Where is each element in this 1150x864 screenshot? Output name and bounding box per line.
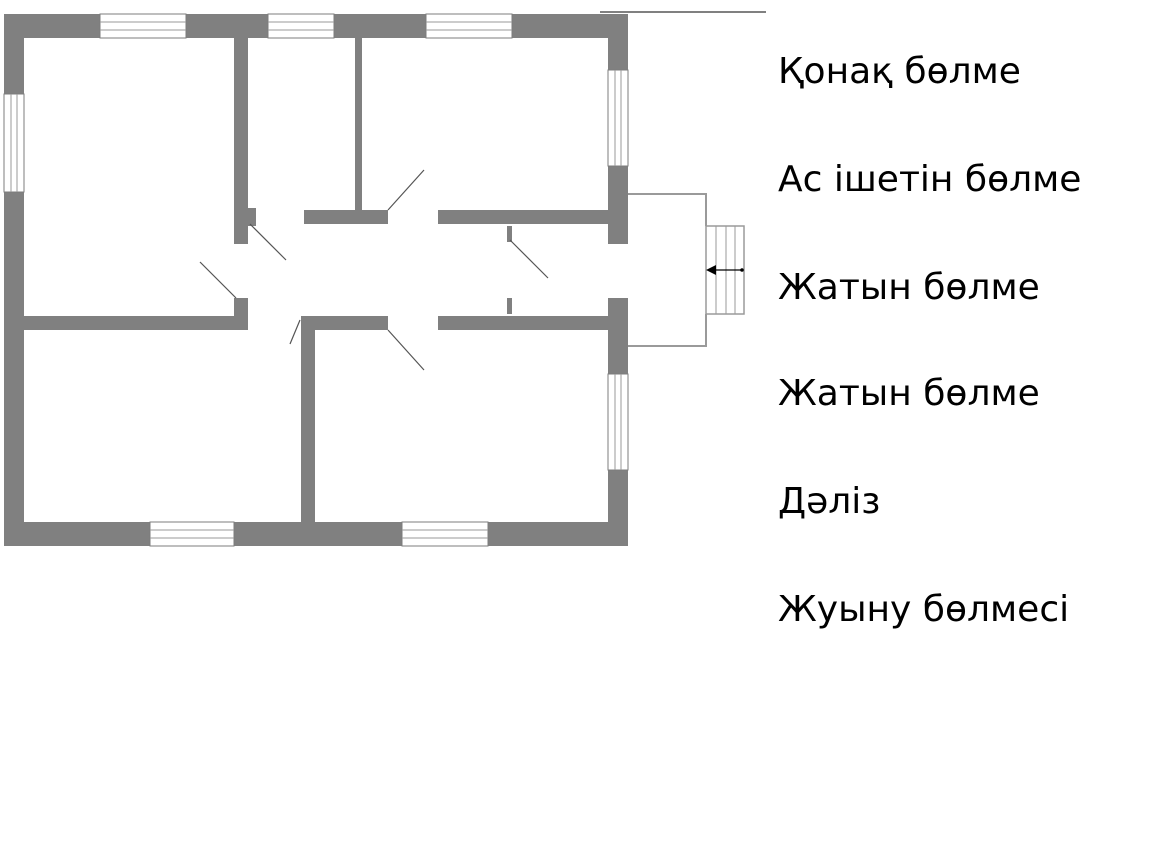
window (607, 373, 629, 471)
interior-walls (24, 38, 608, 522)
doors (199, 169, 549, 371)
door (289, 319, 301, 345)
floor-plan (3, 11, 766, 547)
door (387, 329, 425, 371)
door (249, 223, 287, 261)
window (401, 521, 489, 547)
room-label: Дәліз (778, 481, 881, 522)
window (267, 13, 335, 39)
windows (3, 13, 629, 547)
window (99, 13, 187, 39)
window (149, 521, 235, 547)
outer-walls (4, 14, 628, 546)
room-label: Жуыну бөлмесі (778, 589, 1070, 630)
room-label: Ас ішетін бөлме (778, 159, 1082, 200)
entrance-porch (628, 193, 745, 347)
window (607, 69, 629, 167)
door (199, 261, 237, 299)
window (425, 13, 513, 39)
room-label: Жатын бөлме (778, 267, 1040, 308)
door (387, 169, 425, 211)
room-label: Қонақ бөлме (778, 51, 1021, 92)
arrow-left-icon (706, 265, 744, 275)
door (509, 239, 549, 279)
window (3, 93, 25, 193)
room-label: Жатын бөлме (778, 373, 1040, 414)
